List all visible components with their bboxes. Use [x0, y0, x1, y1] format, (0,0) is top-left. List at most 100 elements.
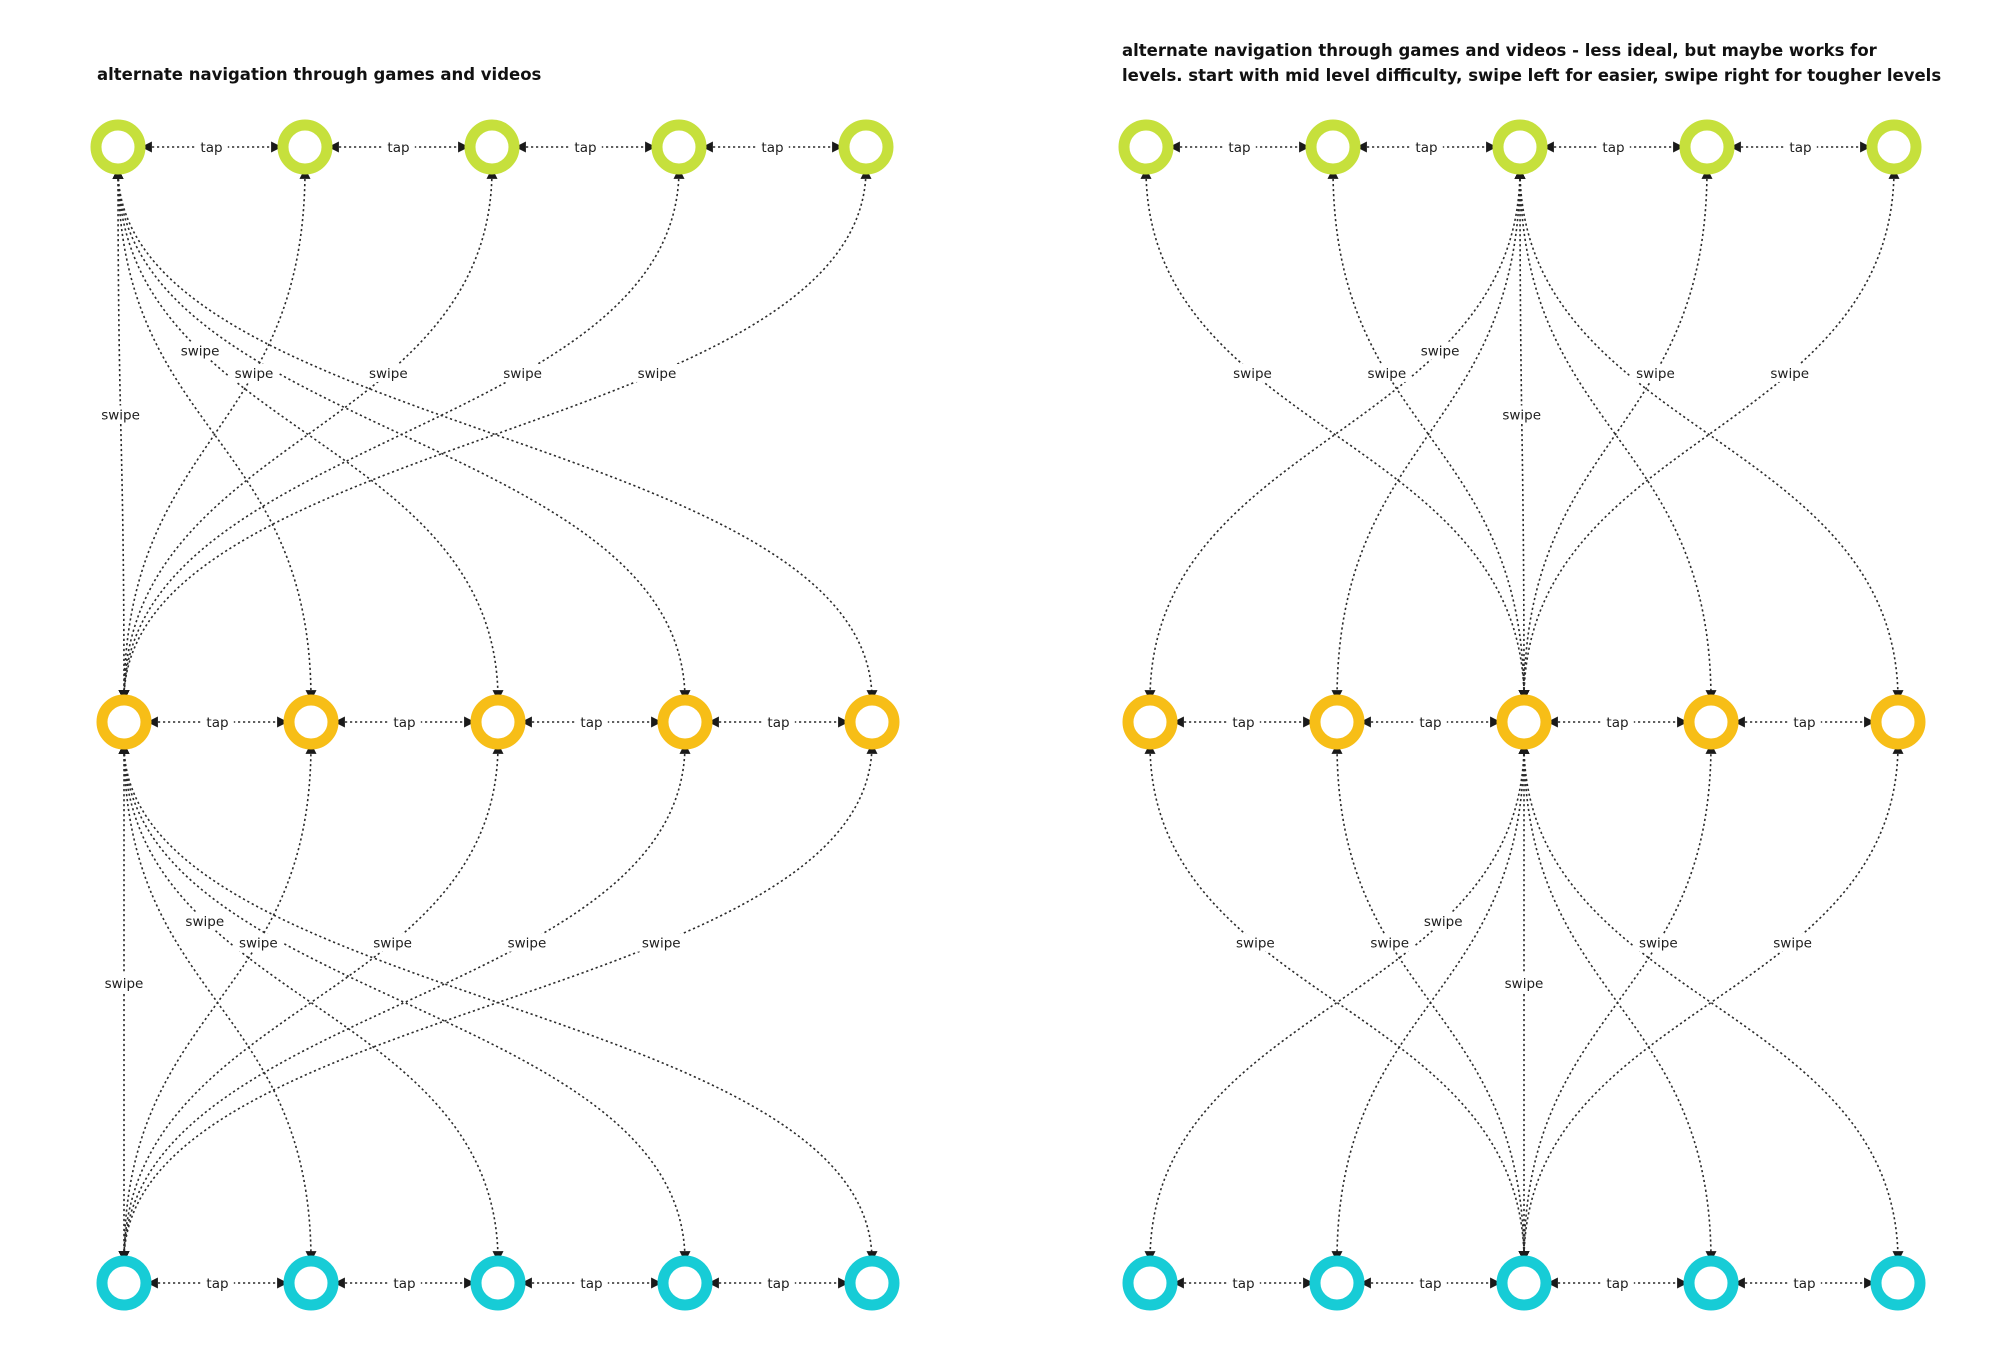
- left-tap-label-r1-2: tap: [580, 715, 602, 731]
- right-node-r1-1: [1309, 694, 1365, 750]
- left-node-r2-3: [657, 1255, 713, 1311]
- left-swipe-label-r1-4: swipe: [642, 936, 681, 952]
- right-swipe-edge-r1-to-4: [1518, 742, 1904, 1263]
- right-swipe-label-r1-3-bg: [1633, 933, 1683, 952]
- left-swipe-label-r0-1: swipe: [235, 366, 274, 382]
- left-node-r2-1: [283, 1255, 339, 1311]
- left-tap-label-r0-0-bg: [195, 138, 228, 156]
- left-swipe-edge-r1-to-2: [118, 742, 504, 1263]
- right-node-r0-1: [1305, 119, 1361, 175]
- right-swipe-edge-r0-to-0: [1140, 167, 1530, 702]
- left-tap-label-r0-3-bg: [756, 138, 789, 156]
- right-swipe-label-r1-hub: swipe: [1505, 976, 1544, 992]
- right-swipe-edge-r1-to-0: [1144, 742, 1530, 1263]
- right-tap-label-r2-3: tap: [1793, 1276, 1815, 1292]
- left-tap-label-r1-3-bg: [762, 713, 795, 731]
- right-node-r0-2: [1492, 119, 1548, 175]
- right-node-r2-2: [1496, 1255, 1552, 1311]
- left-tap-label-r1-0: tap: [206, 715, 228, 731]
- right-node-r0-3: [1679, 119, 1735, 175]
- left-swipe-label-r1-2: swipe: [373, 936, 412, 952]
- right-swipe-label-r0-fan: swipe: [1421, 344, 1460, 360]
- right-tap-label-r2-1-bg: [1414, 1274, 1447, 1292]
- right-swipe-edge-r1-to-3: [1518, 742, 1717, 1263]
- right-swipe-edge-r0-from-1: [1331, 167, 1526, 702]
- diagram-title-right: alternate navigation through games and v…: [1122, 41, 1942, 85]
- right-tap-label-r0-1: tap: [1415, 140, 1437, 156]
- left-tap-label-r0-0: tap: [200, 140, 222, 156]
- right-swipe-label-r1-3: swipe: [1639, 936, 1678, 952]
- right-tap-label-r0-1-bg: [1410, 138, 1443, 156]
- left-swipe-label-r1-1: swipe: [239, 936, 278, 952]
- right-node-r2-4: [1870, 1255, 1926, 1311]
- left-swipe-label-r1-4-bg: [636, 933, 686, 952]
- left-tap-label-r2-1: tap: [393, 1276, 415, 1292]
- right-swipe-edge-r0-to-1: [1327, 167, 1530, 702]
- left-tap-label-r0-2-bg: [569, 138, 602, 156]
- right-swipe-label-r1-1: swipe: [1370, 936, 1409, 952]
- right-node-r2-3: [1683, 1255, 1739, 1311]
- left-swipe-label-r0-1-bg: [229, 363, 279, 382]
- right-swipe-label-r0-hub-bg: [1497, 405, 1547, 424]
- left-swipe-label-r0-3-bg: [498, 363, 548, 382]
- right-tap-label-r2-2-bg: [1601, 1274, 1634, 1292]
- right-tap-label-r2-0-bg: [1227, 1274, 1260, 1292]
- left-tap-label-r0-3: tap: [761, 140, 783, 156]
- left-swipe-label-r0-4: swipe: [638, 366, 677, 382]
- right-swipe-edge-r0-to-3: [1518, 167, 1713, 702]
- edge-labels-layer: tap tap tap tap tap tap tap tap tap tap tap tap swip…: [96, 138, 1821, 1292]
- left-swipe-label-r0-3: swipe: [503, 366, 542, 382]
- right-tap-label-r2-3-bg: [1788, 1274, 1821, 1292]
- diagram-title-left: alternate navigation through games and v…: [97, 65, 542, 84]
- left-node-r1-0: [96, 694, 152, 750]
- right-node-r0-0: [1118, 119, 1174, 175]
- left-tap-label-r2-2: tap: [580, 1276, 602, 1292]
- left-swipe-label-r1-fan-bg: [180, 911, 230, 930]
- right-swipe-label-r1-4-bg: [1768, 933, 1818, 952]
- right-swipe-label-r0-1: swipe: [1367, 366, 1406, 382]
- left-swipe-edge-r0-from-4: [112, 167, 878, 702]
- left-tap-label-r1-0-bg: [201, 713, 234, 731]
- left-tap-label-r1-2-bg: [575, 713, 608, 731]
- right-tap-label-r1-1-bg: [1414, 713, 1447, 731]
- nodes-layer: [90, 119, 1926, 1311]
- right-swipe-label-r0-4: swipe: [1770, 366, 1809, 382]
- left-node-r0-1: [277, 119, 333, 175]
- right-swipe-label-r0-3: swipe: [1636, 366, 1675, 382]
- left-node-r0-4: [838, 119, 894, 175]
- left-swipe-edge-r1-to-1: [118, 742, 317, 1263]
- left-tap-label-r2-1-bg: [388, 1274, 421, 1292]
- left-swipe-label-r0-fan-bg: [175, 341, 225, 360]
- left-swipe-label-r1-1-bg: [233, 933, 283, 952]
- left-node-r2-4: [844, 1255, 900, 1311]
- left-swipe-label-r0-hub-bg: [96, 405, 146, 424]
- right-swipe-label-r1-0: swipe: [1236, 936, 1275, 952]
- right-swipe-label-r0-hub: swipe: [1502, 408, 1541, 424]
- left-tap-label-r2-0: tap: [206, 1276, 228, 1292]
- right-node-r2-1: [1309, 1255, 1365, 1311]
- right-swipe-edge-r0-from-4: [1514, 167, 1904, 702]
- right-tap-label-r1-3: tap: [1793, 715, 1815, 731]
- right-tap-label-r1-1: tap: [1419, 715, 1441, 731]
- right-node-r1-0: [1122, 694, 1178, 750]
- right-swipe-label-r1-0-bg: [1230, 933, 1280, 952]
- right-swipe-edge-r1-to-1: [1331, 742, 1530, 1263]
- left-tap-label-r2-3-bg: [762, 1274, 795, 1292]
- right-node-r1-4: [1870, 694, 1926, 750]
- left-tap-label-r1-1: tap: [393, 715, 415, 731]
- right-swipe-label-r0-0-bg: [1228, 363, 1278, 382]
- left-node-r1-1: [283, 694, 339, 750]
- right-swipe-label-r1-hub-bg: [1499, 974, 1549, 993]
- right-tap-label-r0-0: tap: [1228, 140, 1250, 156]
- right-swipe-label-r1-fan: swipe: [1424, 914, 1463, 930]
- right-swipe-label-r1-4: swipe: [1773, 936, 1812, 952]
- left-tap-label-r1-3: tap: [767, 715, 789, 731]
- right-tap-label-r1-3-bg: [1788, 713, 1821, 731]
- left-swipe-label-r1-3: swipe: [508, 936, 547, 952]
- left-tap-label-r2-0-bg: [201, 1274, 234, 1292]
- left-swipe-edge-r0-to-3: [118, 167, 685, 702]
- right-node-r1-2: [1496, 694, 1552, 750]
- left-tap-label-r2-2-bg: [575, 1274, 608, 1292]
- left-node-r2-2: [470, 1255, 526, 1311]
